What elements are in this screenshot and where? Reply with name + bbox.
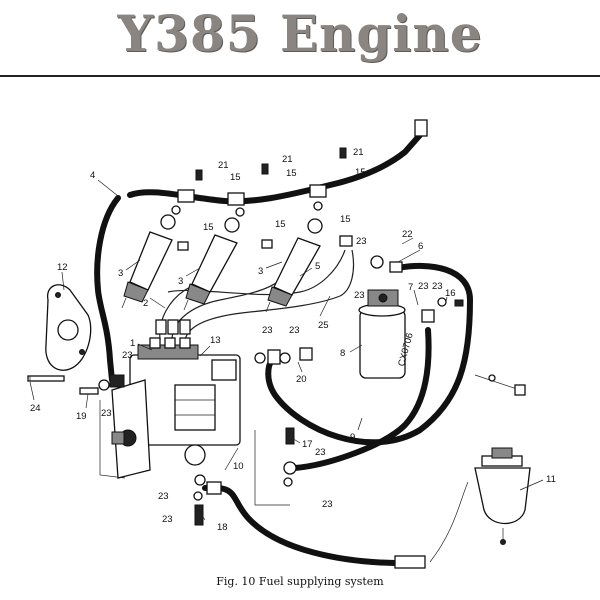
label-23-h: 23 bbox=[315, 447, 326, 458]
label-21-a: 21 bbox=[218, 160, 229, 171]
bolt-19 bbox=[79, 379, 110, 395]
label-13: 13 bbox=[210, 335, 221, 346]
label-22: 22 bbox=[402, 229, 413, 240]
diagram-title: Y385 Engine bbox=[117, 4, 483, 63]
fuel-hose-9 bbox=[265, 263, 473, 446]
sediment-filter-11 bbox=[474, 447, 531, 545]
label-23-f: 23 bbox=[262, 325, 273, 336]
label-8: 8 bbox=[340, 348, 345, 359]
label-15-c: 15 bbox=[355, 167, 366, 178]
label-1: 1 bbox=[130, 338, 135, 349]
bolt-24 bbox=[27, 375, 65, 382]
label-21-c: 21 bbox=[353, 147, 364, 158]
label-23-g: 23 bbox=[289, 325, 300, 336]
return-hose-upper bbox=[127, 132, 423, 205]
pipe-nuts bbox=[155, 235, 353, 335]
injector-pipe-3 bbox=[184, 249, 355, 341]
injector-3 bbox=[265, 218, 323, 313]
label-16: 16 bbox=[445, 288, 456, 299]
injector-1 bbox=[121, 214, 176, 309]
label-6: 6 bbox=[418, 241, 423, 252]
label-2: 2 bbox=[143, 298, 148, 309]
gasket-12 bbox=[45, 284, 92, 371]
label-23-b: 23 bbox=[356, 236, 367, 247]
label-7: 7 bbox=[408, 282, 413, 293]
label-12: 12 bbox=[57, 262, 68, 273]
label-3-a: 3 bbox=[118, 268, 123, 279]
label-18: 18 bbox=[217, 522, 228, 533]
label-23-k: 23 bbox=[158, 491, 169, 502]
label-20: 20 bbox=[296, 374, 307, 385]
figure-caption: Fig. 10 Fuel supplying system bbox=[216, 575, 384, 588]
label-23-d: 23 bbox=[418, 281, 429, 292]
label-15-d: 15 bbox=[203, 222, 214, 233]
label-15-f: 15 bbox=[340, 214, 351, 225]
fuel-hose-8-filter bbox=[292, 327, 432, 471]
label-23-i: 23 bbox=[322, 499, 333, 510]
label-10: 10 bbox=[233, 461, 244, 472]
label-23-e: 23 bbox=[432, 281, 443, 292]
label-17: 17 bbox=[302, 439, 313, 450]
label-9: 9 bbox=[350, 432, 355, 443]
label-4: 4 bbox=[90, 170, 95, 181]
label-23-l: 23 bbox=[162, 514, 173, 525]
label-15-b: 15 bbox=[286, 168, 297, 179]
label-15-e: 15 bbox=[275, 219, 286, 230]
leader-lines bbox=[29, 179, 544, 521]
filter11-pipe bbox=[429, 481, 469, 563]
label-25: 25 bbox=[318, 320, 329, 331]
fuel-hose-10 bbox=[202, 484, 423, 566]
label-11: 11 bbox=[546, 474, 556, 485]
label-23-j: 23 bbox=[101, 408, 112, 419]
label-5: 5 bbox=[315, 261, 320, 272]
label-3-b: 3 bbox=[178, 276, 183, 287]
fuel-filter-8: CX0706 bbox=[358, 289, 416, 379]
banjo-connectors-pump bbox=[193, 347, 426, 569]
label-23-a: 23 bbox=[122, 350, 133, 361]
filter-fittings bbox=[370, 255, 526, 396]
label-21-b: 21 bbox=[282, 154, 293, 165]
bracket-frame bbox=[99, 400, 290, 506]
return-hose-left bbox=[94, 195, 121, 383]
fuel-injection-pump bbox=[109, 337, 241, 479]
banjo-fittings bbox=[171, 119, 428, 217]
injector-2 bbox=[183, 217, 240, 311]
label-15-a: 15 bbox=[230, 172, 241, 183]
label-19: 19 bbox=[76, 411, 87, 422]
title-divider bbox=[0, 75, 600, 77]
label-24: 24 bbox=[30, 403, 41, 414]
label-23-c: 23 bbox=[354, 290, 365, 301]
label-3-c: 3 bbox=[258, 266, 263, 277]
